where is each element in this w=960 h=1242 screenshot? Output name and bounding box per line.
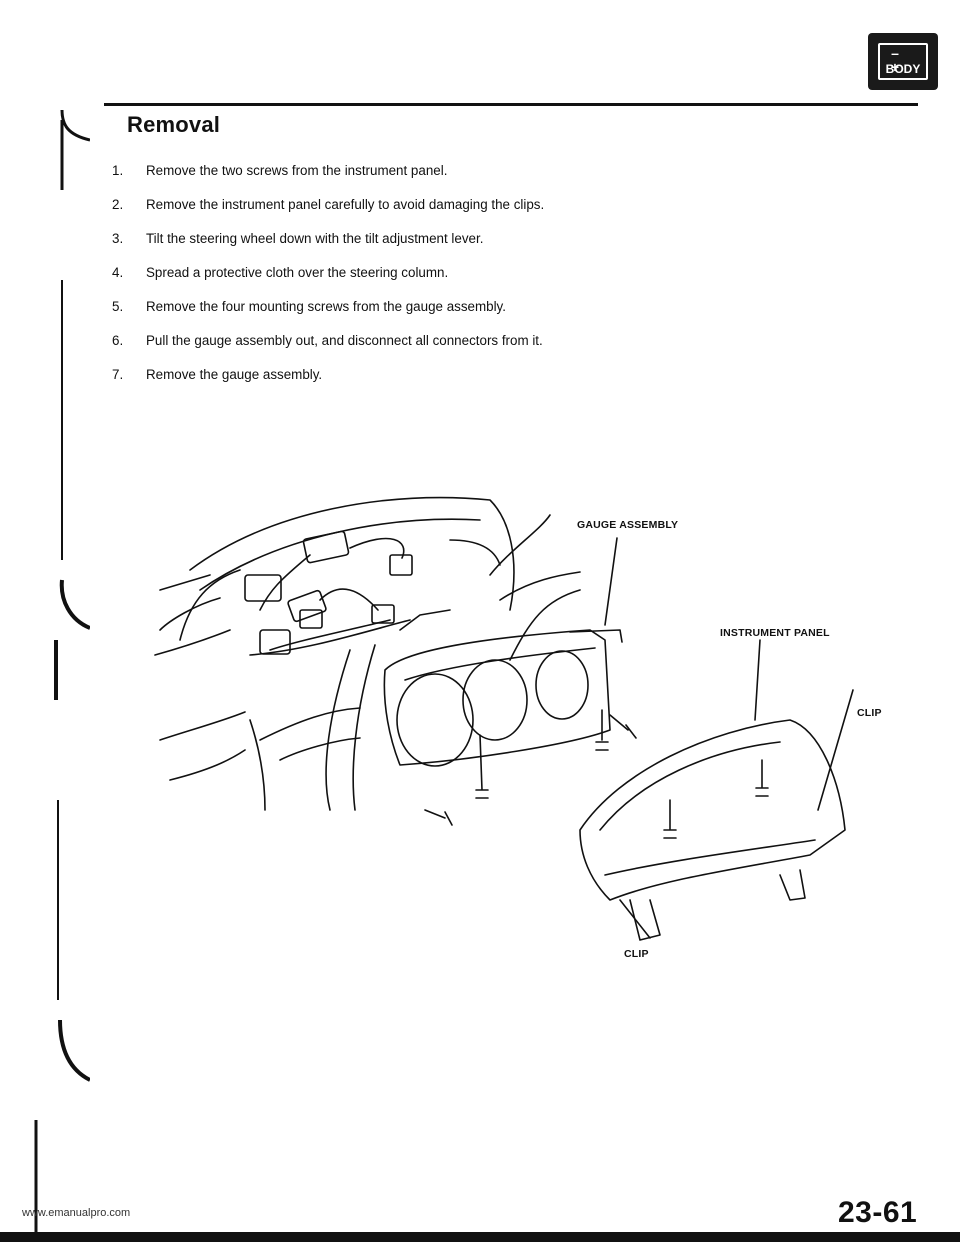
step-text: Remove the two screws from the instrumen…: [146, 163, 448, 178]
list-item: 4. Spread a protective cloth over the ste…: [112, 264, 544, 298]
screw-icon: [663, 799, 677, 839]
step-number: 6.: [112, 333, 124, 348]
list-item: 1. Remove the two screws from the instrum…: [112, 162, 544, 196]
body-section-badge: – + BODY: [868, 33, 938, 90]
list-item: 5. Remove the four mounting screws from t…: [112, 298, 544, 332]
step-text: Remove the gauge assembly.: [146, 367, 323, 382]
label-clip-bottom: CLIP: [624, 948, 649, 960]
footer-rule: [0, 1232, 960, 1242]
step-number: 4.: [112, 265, 124, 280]
step-text: Remove the instrument panel carefully to…: [146, 197, 545, 212]
margin-binding-marks: [34, 109, 90, 1242]
step-number: 5.: [112, 299, 124, 314]
screw-icon: [595, 709, 609, 751]
header-rule: [104, 103, 918, 106]
step-number: 1.: [112, 163, 124, 178]
step-number: 3.: [112, 231, 124, 246]
dashboard-hood: [189, 496, 515, 611]
connector: [302, 530, 350, 564]
step-text: Tilt the steering wheel down with the ti…: [146, 231, 484, 246]
connector: [299, 609, 323, 629]
instrument-panel: [579, 719, 846, 901]
screw-icon: [609, 714, 637, 739]
badge-polarity: – +: [890, 45, 916, 75]
connector: [287, 589, 327, 623]
gauge-removal-illustration: [154, 496, 854, 941]
removal-steps-list: 1. Remove the two screws from the instrum…: [112, 162, 544, 400]
list-item: 2. Remove the instrument panel carefully …: [112, 196, 544, 230]
section-title: Removal: [127, 112, 221, 137]
connector: [371, 604, 395, 624]
screw-icon: [424, 809, 453, 826]
list-item: 6. Pull the gauge assembly out, and disco…: [112, 332, 544, 366]
step-text: Spread a protective cloth over the steer…: [146, 265, 449, 280]
step-text: Remove the four mounting screws from the…: [146, 299, 506, 314]
step-number: 2.: [112, 197, 124, 212]
footer-url[interactable]: www.emanualpro.com: [22, 1207, 131, 1219]
connector: [389, 554, 413, 576]
screw-icon: [475, 734, 489, 799]
battery-icon: – + BODY: [878, 43, 928, 80]
steering-wheel: [325, 649, 351, 811]
connector: [259, 629, 291, 655]
badge-label: BODY: [885, 62, 921, 76]
screw-icon: [755, 759, 769, 797]
gauge-assembly: [383, 629, 611, 766]
step-number: 7.: [112, 367, 124, 382]
list-item: 7. Remove the gauge assembly.: [112, 366, 544, 400]
label-clip-right: CLIP: [857, 707, 882, 719]
step-text: Pull the gauge assembly out, and disconn…: [146, 333, 543, 348]
connector: [244, 574, 282, 602]
label-gauge-assembly: GAUGE ASSEMBLY: [577, 519, 679, 531]
page-number: 23-61: [838, 1196, 918, 1229]
label-instrument-panel: INSTRUMENT PANEL: [720, 627, 830, 639]
list-item: 3. Tilt the steering wheel down with the …: [112, 230, 544, 264]
